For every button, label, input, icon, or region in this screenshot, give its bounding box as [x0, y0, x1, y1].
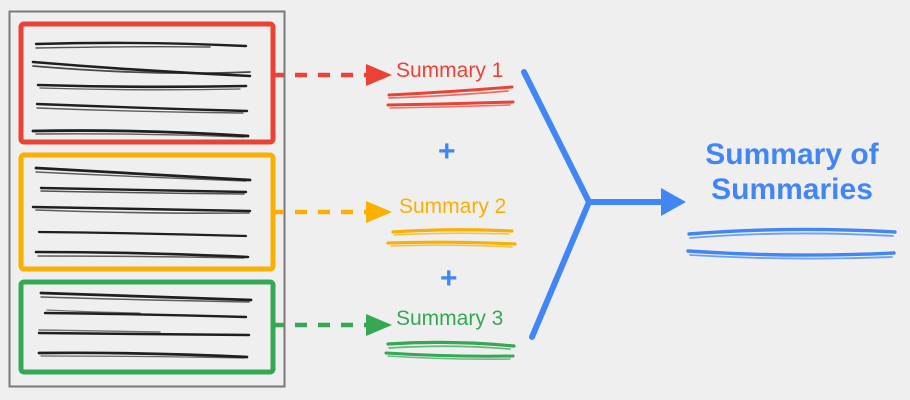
final-summary-underline: [686, 227, 897, 260]
arrow-amber: [272, 201, 392, 223]
document-lines-green: [37, 291, 253, 359]
summary-1-underline: [386, 85, 515, 109]
summary-3-underline: [384, 340, 516, 360]
summary-3-label: Summary 3: [396, 307, 504, 330]
arrow-green: [272, 314, 392, 336]
document-group-red[interactable]: [18, 21, 276, 145]
document-lines-amber: [31, 166, 252, 259]
plus-operator-2: +: [440, 262, 458, 295]
summary-2-underline: [386, 228, 517, 248]
arrow-red: [272, 64, 392, 86]
source-documents-frame: [8, 10, 286, 388]
merge-arrow-blue: [521, 69, 686, 340]
plus-operator-1: +: [438, 135, 456, 168]
final-summary-line-1: Summary of: [705, 138, 879, 171]
document-lines-red: [31, 41, 252, 138]
summary-1-label: Summary 1: [396, 59, 504, 82]
final-summary-title: Summary of Summaries: [662, 138, 910, 207]
summary-2-label: Summary 2: [399, 195, 507, 218]
final-summary-line-2: Summaries: [711, 172, 873, 206]
